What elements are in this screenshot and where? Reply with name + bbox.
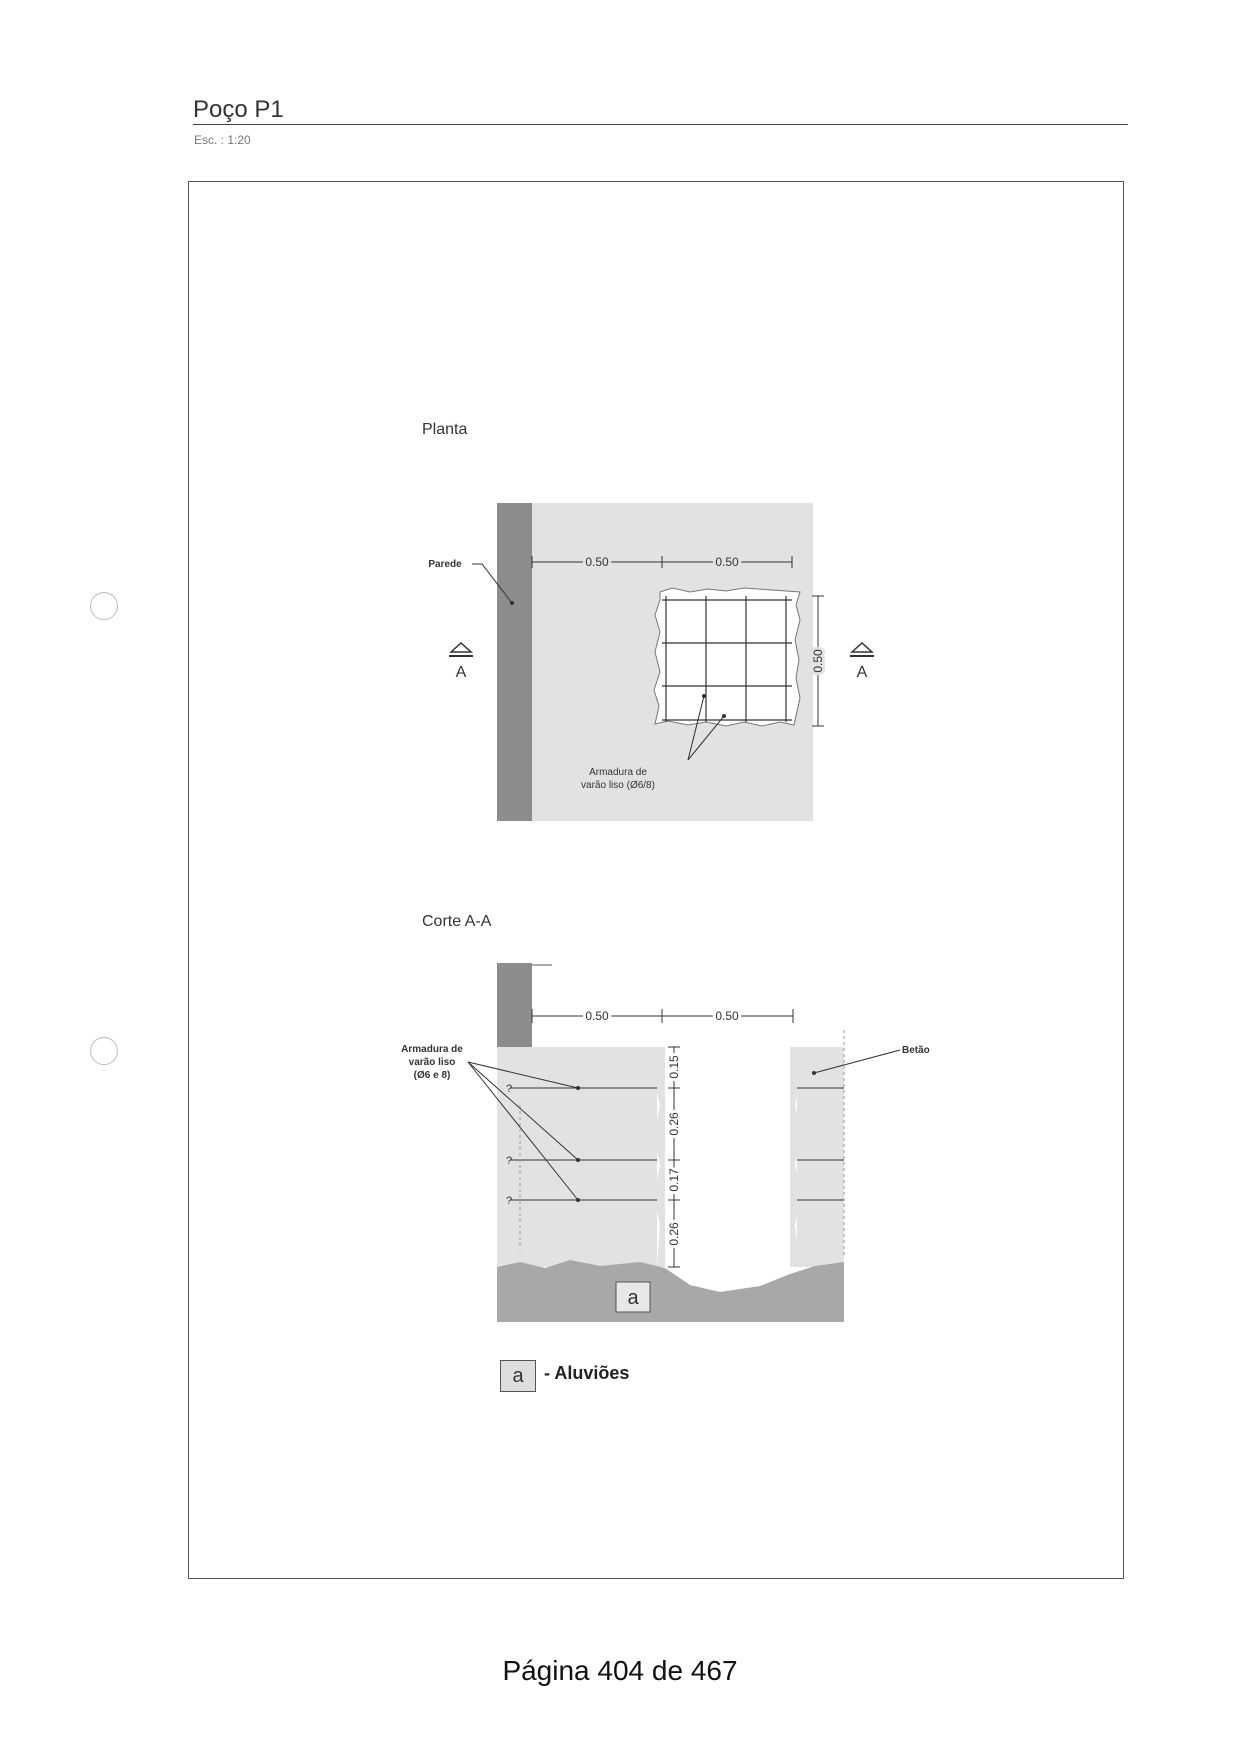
corte-rebar-label-3: (Ø6 e 8) [414, 1070, 451, 1081]
corte-label: Corte A-A [422, 913, 492, 930]
wall [497, 503, 532, 821]
betao-leader [813, 1049, 901, 1074]
page-number: Página 404 de 467 [502, 1655, 738, 1686]
rebar-dot [576, 1198, 580, 1202]
parede-leader [472, 563, 513, 604]
rebar-dot [702, 694, 706, 698]
hidden-lines [519, 1030, 845, 1255]
page-title: Poço P1 [193, 96, 284, 123]
wall-above [497, 963, 532, 1047]
concrete-left [497, 1047, 657, 1267]
corte-section: 0.50 0.50 0.15 0.26 0.17 0.26 Armadura d… [401, 963, 930, 1322]
legend-code-box: a [500, 1360, 536, 1392]
rebar-grid [662, 596, 792, 722]
concrete-right [797, 1047, 844, 1267]
betao-dot [812, 1071, 816, 1075]
plan-dim-b: 0.50 [715, 555, 739, 569]
rebar-lines [510, 1087, 844, 1201]
rebar-dot [722, 714, 726, 718]
corte-dim-a: 0.50 [585, 1009, 609, 1023]
plan-dim-v [812, 595, 824, 727]
section-marker-left: A [449, 641, 473, 681]
opening [653, 587, 801, 727]
section-marker-right: A [850, 641, 874, 681]
parede-label: Parede [428, 559, 462, 570]
unknown-marker: ? [506, 1195, 512, 1207]
soil [497, 1260, 844, 1322]
section-marker-letter: A [857, 664, 868, 681]
rebar-dot [576, 1086, 580, 1090]
legend-text: - Aluviões [544, 1363, 630, 1383]
unknown-marker: ? [506, 1155, 512, 1167]
planta-plan: 0.50 0.50 0.50 Parede Armadura de varão … [428, 503, 874, 821]
rebar-dot [576, 1158, 580, 1162]
corte-dim-b: 0.50 [715, 1009, 739, 1023]
planta-label: Planta [422, 421, 468, 438]
punch-hole-icon [90, 592, 118, 620]
soil-code: a [627, 1287, 639, 1309]
corte-rebar-label-2: varão liso [409, 1057, 456, 1068]
scale-note: Esc. : 1:20 [194, 133, 251, 147]
plan-dim-a: 0.50 [585, 555, 609, 569]
plan-dim-h [531, 556, 793, 568]
section-marker-letter: A [456, 664, 467, 681]
plan-rebar-label-1: Armadura de [589, 767, 647, 778]
plan-rebar-leaders [687, 695, 725, 761]
parede-dot [510, 601, 514, 605]
depth-1: 0.26 [667, 1112, 681, 1136]
plan-dim-vertical: 0.50 [811, 649, 825, 673]
drawing-frame [188, 181, 1124, 1579]
depth-3: 0.26 [667, 1222, 681, 1246]
title-rule [193, 124, 1128, 125]
unknown-marker: ? [506, 1083, 512, 1095]
edge-left [653, 1047, 665, 1267]
depth-chain [668, 1046, 680, 1268]
soil-code-box [615, 1281, 651, 1313]
edge-right [790, 1047, 802, 1267]
corte-rebar-leaders [467, 1061, 579, 1201]
punch-hole-icon [90, 1037, 118, 1065]
betao-label: Betão [902, 1045, 930, 1056]
corte-rebar-label-1: Armadura de [401, 1044, 463, 1055]
depth-0: 0.15 [667, 1055, 681, 1079]
depth-2: 0.17 [667, 1168, 681, 1192]
plan-rebar-label-2: varão liso (Ø6/8) [581, 780, 655, 791]
corte-dim-h [531, 1009, 794, 1023]
